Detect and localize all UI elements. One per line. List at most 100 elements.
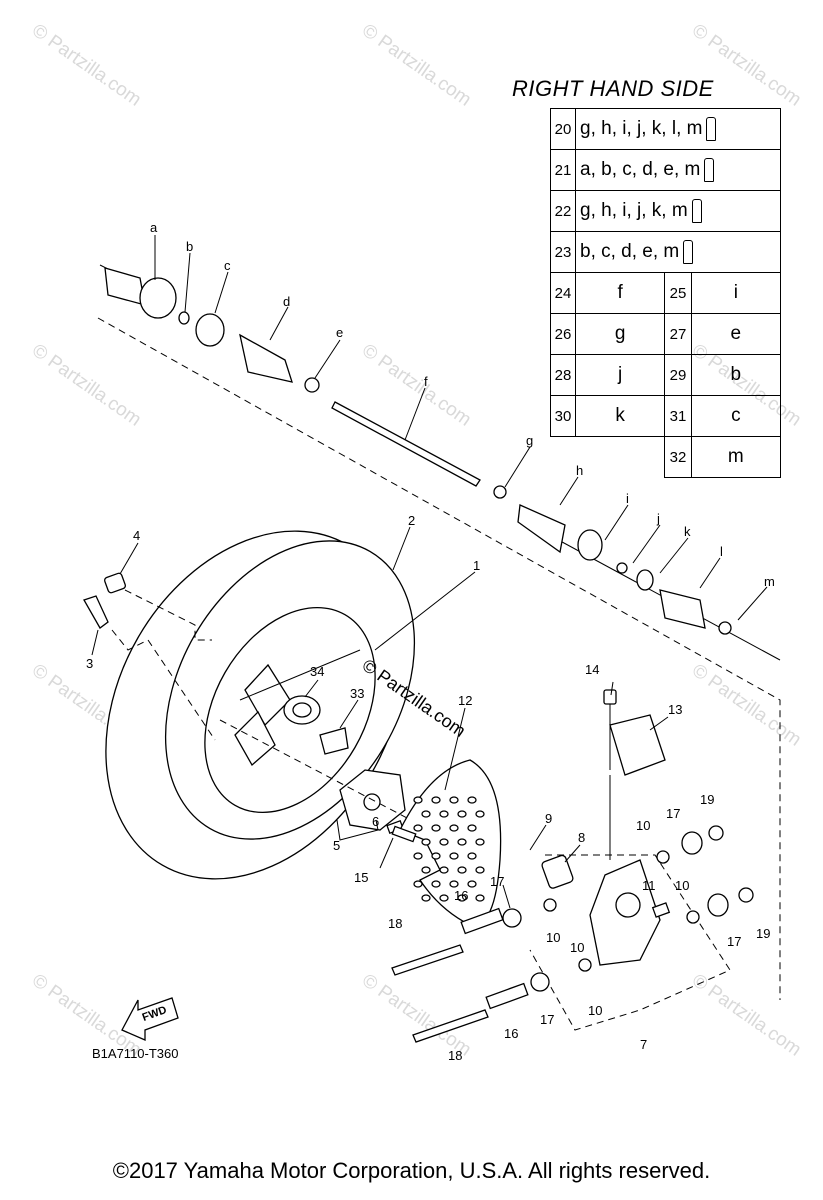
part-letter: m: [690, 436, 782, 478]
kit-contents: b, c, d, e, m: [580, 241, 680, 263]
callout-10: 10: [588, 1003, 603, 1018]
callout-15: 15: [354, 870, 369, 885]
kit-contents-cell: a, b, c, d, e, m: [575, 149, 781, 191]
kit-contents: g, h, i, j, k, m: [580, 200, 688, 222]
disc-hole: [439, 838, 449, 846]
part-letter: c: [690, 395, 782, 437]
kit-number: 23: [550, 231, 576, 273]
grease-tube-icon: [706, 117, 717, 141]
disc-hole: [439, 810, 449, 818]
callout-f: f: [424, 374, 428, 389]
kit-number: 21: [550, 149, 576, 191]
kit-number: 20: [550, 108, 576, 150]
disc-hole: [439, 894, 449, 902]
callout-7: 7: [640, 1037, 648, 1052]
part-number: 32: [664, 436, 692, 478]
callout-17: 17: [666, 806, 681, 821]
part-letter: f: [574, 272, 666, 314]
grease-tube-icon: [683, 240, 694, 264]
disc-hole: [413, 796, 423, 804]
disc-hole: [421, 866, 431, 874]
callout-j: j: [657, 511, 660, 526]
callout-16: 16: [504, 1026, 519, 1041]
callout-10: 10: [675, 878, 690, 893]
right-hand-side-title: RIGHT HAND SIDE: [512, 76, 714, 101]
part-number: 25: [664, 272, 692, 314]
empty-cell: [551, 437, 576, 478]
callout-17: 17: [727, 934, 742, 949]
part-letter: k: [574, 395, 666, 437]
disc-hole: [449, 880, 459, 888]
part-number: 29: [664, 354, 692, 396]
callout-m: m: [764, 574, 775, 589]
disc-hole: [431, 824, 441, 832]
callout-4: 4: [133, 528, 141, 543]
callout-10: 10: [570, 940, 585, 955]
grease-tube-icon: [691, 199, 702, 223]
callout-i: i: [626, 491, 629, 506]
disc-hole: [457, 838, 467, 846]
callout-16: 16: [454, 888, 469, 903]
kit-number: 22: [550, 190, 576, 232]
callout-14: 14: [585, 662, 600, 677]
disc-hole: [413, 852, 423, 860]
part-letter: j: [574, 354, 666, 396]
grease-tube-icon: [704, 158, 715, 182]
kit-contents: g, h, i, j, k, l, m: [580, 118, 703, 140]
diagram-code: B1A7110-T360: [92, 1046, 179, 1061]
part-number: 28: [550, 354, 576, 396]
callout-11: 11: [642, 878, 656, 893]
disc-hole: [475, 894, 485, 902]
part-number: 30: [550, 395, 576, 437]
callout-3: 3: [86, 656, 94, 671]
part-letter: g: [574, 313, 666, 355]
disc-hole: [467, 880, 477, 888]
disc-hole: [449, 824, 459, 832]
callout-1: 1: [473, 558, 481, 573]
callout-a: a: [150, 220, 158, 235]
callout-6: 6: [372, 814, 380, 829]
callout-17: 17: [490, 874, 505, 889]
disc-hole: [475, 866, 485, 874]
part-letter: b: [690, 354, 782, 396]
callout-8: 8: [578, 830, 586, 845]
callout-c: c: [224, 258, 231, 273]
callout-34: 34: [310, 664, 325, 679]
callout-g: g: [526, 433, 534, 448]
disc-hole: [439, 866, 449, 874]
disc-hole: [421, 838, 431, 846]
disc-hole: [421, 894, 431, 902]
callout-10: 10: [546, 930, 561, 945]
disc-hole: [475, 838, 485, 846]
callout-19: 19: [756, 926, 771, 941]
disc-hole: [431, 880, 441, 888]
disc-hole: [449, 852, 459, 860]
disc-hole: [431, 852, 441, 860]
callout-d: d: [283, 294, 291, 309]
kit-contents-cell: b, c, d, e, m: [575, 231, 781, 273]
callout-13: 13: [668, 702, 683, 717]
disc-hole: [475, 810, 485, 818]
callout-e: e: [336, 325, 344, 340]
disc-hole: [457, 810, 467, 818]
callout-2: 2: [408, 513, 416, 528]
callout-17: 17: [540, 1012, 555, 1027]
disc-hole: [431, 796, 441, 804]
disc-hole: [457, 866, 467, 874]
callout-10: 10: [636, 818, 651, 833]
callout-12: 12: [458, 693, 473, 708]
disc-hole: [413, 824, 423, 832]
kit-contents: a, b, c, d, e, m: [580, 159, 701, 181]
callout-33: 33: [350, 686, 365, 701]
callout-9: 9: [545, 811, 553, 826]
